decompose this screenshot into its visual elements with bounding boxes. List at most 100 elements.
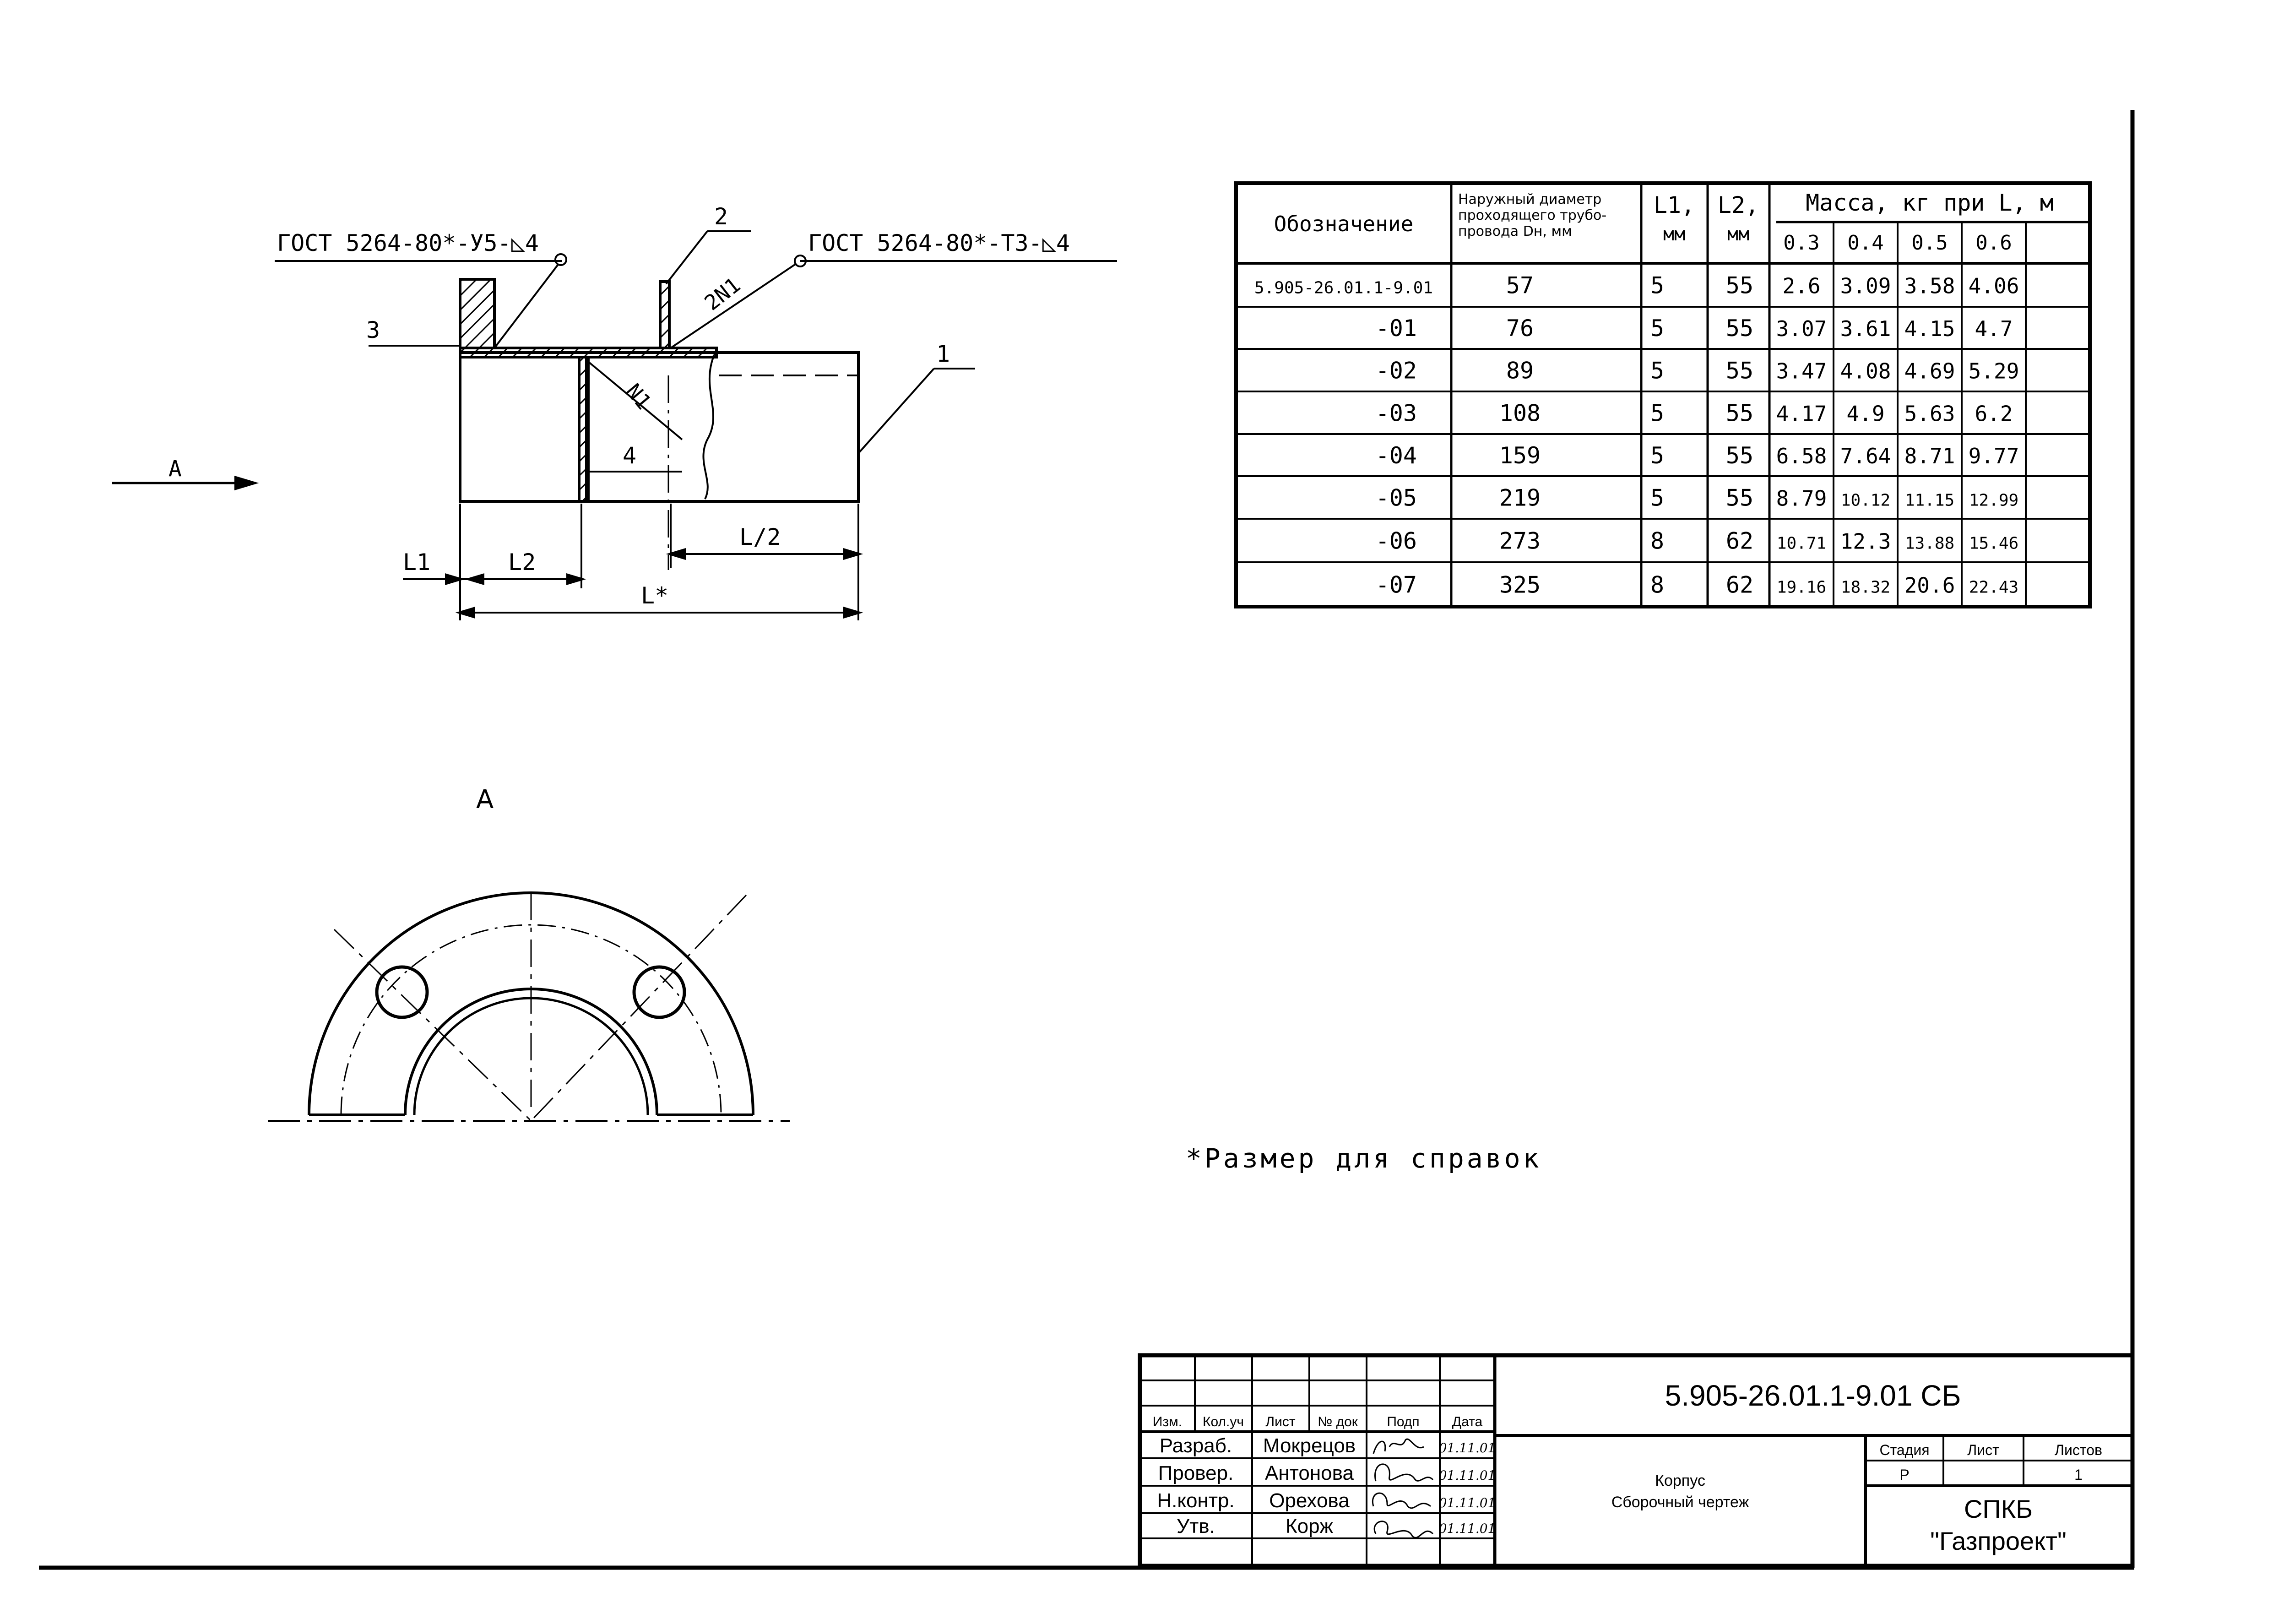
date-checker: 01.11.01 [1439,1468,1496,1483]
cell-diameter: 89 [1506,358,1534,384]
cell-l2: 62 [1726,572,1753,598]
header-l2-unit: мм [1727,224,1749,245]
weld-gost-right-label: ГОСТ 5264-80*-Т3-◺4 [808,230,1070,256]
cell-diameter: 76 [1506,315,1534,342]
view-a-title: А [476,785,494,815]
position-3-label: 3 [366,317,380,343]
cell-mass-05: 4.15 [1904,316,1955,341]
cell-mass-03: 3.47 [1776,359,1827,384]
organization-line1: СПКБ [1964,1494,2033,1523]
cell-l1: 8 [1650,528,1664,554]
cell-l1: 5 [1650,400,1664,427]
cell-mass-03: 2.6 [1782,274,1820,299]
weld-n1-label: N1 [621,379,656,414]
cell-diameter: 57 [1506,272,1534,299]
name-developer: Мокрецов [1263,1434,1356,1457]
cell-mass-06: 5.29 [1969,359,2019,384]
cell-diameter: 108 [1499,400,1541,427]
cell-mass-06: 12.99 [1969,491,2018,510]
cell-designation: -03 [1376,400,1417,427]
cell-designation: 5.905-26.01.1-9.01 [1254,279,1433,298]
header-designation: Обозначение [1274,212,1414,236]
name-approver: Корж [1286,1515,1334,1537]
cell-mass-06: 22.43 [1969,578,2018,597]
cell-mass-03: 10.71 [1777,534,1826,553]
cell-l1: 5 [1650,315,1664,342]
cell-l1: 5 [1650,442,1664,469]
signature-developer [1373,1438,1424,1454]
cell-l1: 5 [1650,358,1664,384]
cell-l2: 55 [1726,315,1753,342]
cell-mass-05: 11.15 [1905,491,1954,510]
weld-gost-left-label: ГОСТ 5264-80*-У5-◺4 [277,230,539,256]
name-norm-control: Орехова [1269,1489,1350,1512]
cell-designation: -06 [1376,528,1417,554]
cell-l2: 55 [1726,485,1753,511]
flange-part [459,278,496,349]
header-l2: L2, [1718,192,1759,218]
cell-mass-04: 3.09 [1840,274,1891,299]
header-diameter-line3: провода Dн, мм [1458,223,1572,239]
cell-mass-04: 4.08 [1840,359,1891,384]
view-arrow-label: А [168,456,182,482]
cell-mass-04: 18.32 [1841,578,1890,597]
col-kol-uch: Кол.уч [1203,1414,1244,1429]
cell-mass-05: 3.58 [1904,274,1955,299]
position-2-label: 2 [714,203,728,230]
dimension-l1: L1 [403,549,430,576]
position-1-label: 1 [936,341,950,367]
rib-part [659,280,671,349]
role-approver: Утв. [1177,1515,1215,1537]
stage-value: Р [1899,1466,1909,1483]
cell-mass-04: 7.64 [1840,444,1891,468]
col-izm: Изм. [1153,1414,1182,1429]
cell-designation: -02 [1376,358,1417,384]
col-list: Лист [1265,1414,1295,1429]
cell-l2: 55 [1726,400,1753,427]
date-developer: 01.11.01 [1439,1440,1496,1456]
view-a [268,891,790,1122]
sheet-header: Лист [1967,1442,1999,1458]
header-diameter-line2: проходящего трубо- [1458,207,1606,223]
shell-plate [459,347,718,358]
document-code: 5.905-26.01.1-9.01 СБ [1665,1379,1961,1412]
cell-mass-06: 4.06 [1969,274,2019,299]
header-l1-unit: мм [1663,224,1685,245]
header-mass-04: 0.4 [1847,231,1883,255]
cell-designation: -05 [1376,485,1417,511]
date-norm-control: 01.11.01 [1439,1495,1496,1510]
dimension-l-total: L* [641,582,668,609]
title-block [1138,1353,2135,1568]
cell-mass-05: 5.63 [1904,402,1955,426]
cell-l1: 5 [1650,485,1664,511]
cell-mass-04: 10.12 [1841,491,1890,510]
col-date: Дата [1452,1414,1483,1429]
cell-diameter: 325 [1499,572,1541,598]
cell-mass-04: 12.3 [1840,529,1891,554]
cell-l2: 55 [1726,272,1753,299]
signature-checker [1374,1463,1434,1482]
dimension-l-half: L/2 [739,524,781,550]
position-4-label: 4 [623,442,636,469]
cell-designation: -01 [1376,315,1417,342]
name-checker: Антонова [1265,1462,1354,1484]
header-l1: L1, [1654,192,1695,218]
col-signature: Подп [1387,1414,1419,1429]
header-mass-06: 0.6 [1975,231,2012,255]
cell-mass-06: 15.46 [1969,534,2018,553]
cell-mass-05: 20.6 [1904,573,1955,598]
cell-diameter: 159 [1499,442,1541,469]
cell-mass-05: 13.88 [1905,534,1954,553]
stage-header: Стадия [1879,1442,1929,1458]
header-mass: Масса, кг при L, м [1806,190,2054,216]
sheets-value: 1 [2074,1466,2083,1483]
signature-approver [1373,1521,1434,1538]
cell-mass-05: 8.71 [1904,444,1955,468]
cell-mass-06: 6.2 [1975,402,2013,426]
header-mass-05: 0.5 [1911,231,1948,255]
